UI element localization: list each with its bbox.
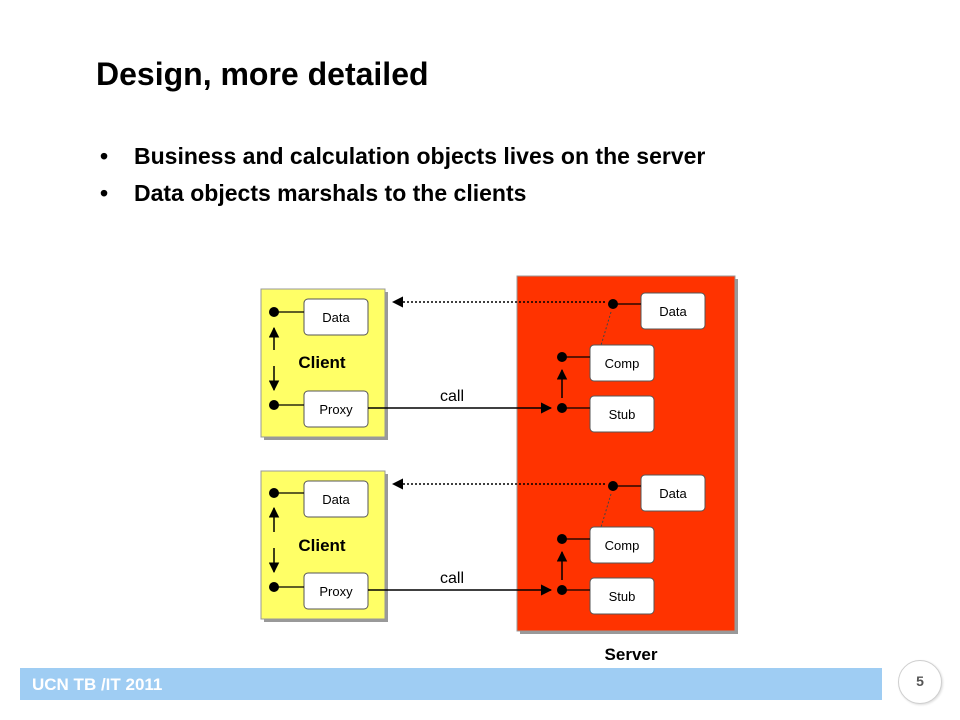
server-object-group: Data Comp Stub [556,474,706,615]
client-box: Client Data Proxy [260,288,388,440]
dotted-link [598,493,612,535]
call-label: call [440,570,464,587]
data-box-label: Data [659,486,687,501]
client-box: Client Data Proxy [260,470,388,622]
comp-box-label: Comp [605,356,640,371]
data-box: Data [640,292,706,330]
proxy-box-label: Proxy [319,402,353,417]
comp-box-label: Comp [605,538,640,553]
server-object-group: Data Comp Stub [556,292,706,433]
stub-box: Stub [589,577,655,615]
data-box: Data [303,298,369,336]
proxy-box: Proxy [303,572,369,610]
client-label: Client [298,536,346,555]
server-label: Server [605,645,658,664]
page-number-badge: 5 [898,660,942,704]
bullet-item: Business and calculation objects lives o… [100,138,705,175]
server-box [516,275,738,634]
bullet-list: Business and calculation objects lives o… [100,138,705,212]
client-label: Client [298,353,346,372]
proxy-box: Proxy [303,390,369,428]
page-number: 5 [916,673,924,689]
proxy-box-label: Proxy [319,584,353,599]
data-box-label: Data [659,304,687,319]
bullet-item: Data objects marshals to the clients [100,175,705,212]
data-box-label: Data [322,310,350,325]
data-box: Data [640,474,706,512]
footer-text: UCN TB /IT 2011 [32,675,163,694]
page-title: Design, more detailed [96,56,429,92]
dotted-link [598,311,612,353]
call-label: call [440,388,464,405]
stub-box: Stub [589,395,655,433]
comp-box: Comp [589,344,655,382]
stub-box-label: Stub [609,407,636,422]
data-box: Data [303,480,369,518]
data-box-label: Data [322,492,350,507]
comp-box: Comp [589,526,655,564]
footer-bar: UCN TB /IT 2011 [20,668,882,700]
stub-box-label: Stub [609,589,636,604]
